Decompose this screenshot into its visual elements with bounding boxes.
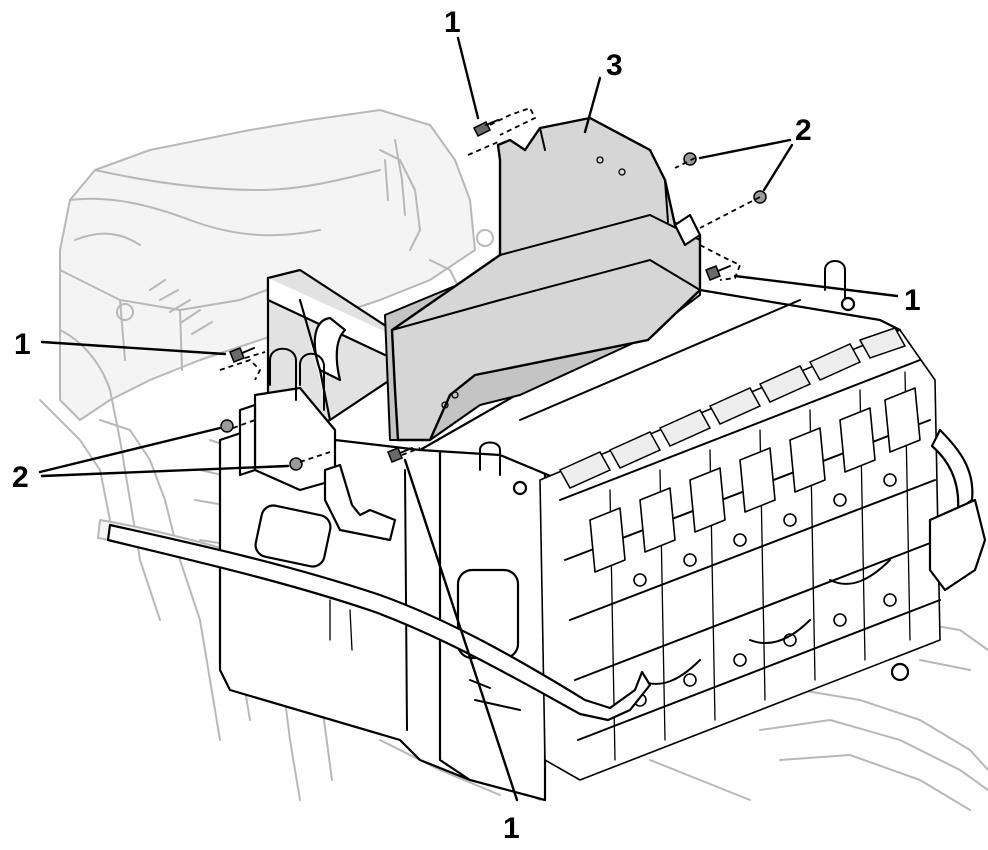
lifting-eye-rear bbox=[824, 260, 846, 301]
fasteners bbox=[220, 119, 767, 471]
callout-2-left: 2 bbox=[12, 461, 29, 494]
callout-1-right: 1 bbox=[904, 284, 921, 317]
bolt-icon bbox=[387, 447, 413, 463]
nut-icon bbox=[220, 419, 234, 433]
nut-icon bbox=[683, 152, 697, 166]
leader-lines bbox=[38, 36, 899, 802]
bolt-icon bbox=[229, 347, 255, 363]
assembly-paths bbox=[219, 106, 761, 463]
battery-cable bbox=[106, 523, 652, 722]
callout-1-left: 1 bbox=[14, 328, 31, 361]
callout-1-bottom: 1 bbox=[503, 812, 520, 845]
callout-3: 3 bbox=[606, 49, 623, 82]
callout-labels: 1 1 1 1 2 2 3 bbox=[12, 6, 921, 845]
callout-2-right: 2 bbox=[795, 114, 812, 147]
lifting-eye-front bbox=[479, 441, 501, 476]
cell-modules bbox=[539, 327, 941, 781]
callout-1-top: 1 bbox=[444, 6, 461, 39]
battery-pack bbox=[106, 142, 987, 802]
nut-icon bbox=[289, 457, 303, 471]
bolt-icon bbox=[472, 119, 499, 138]
mounting-bracket bbox=[238, 268, 417, 542]
battery-cover-shield bbox=[384, 116, 702, 442]
bolt-icon bbox=[705, 265, 731, 281]
